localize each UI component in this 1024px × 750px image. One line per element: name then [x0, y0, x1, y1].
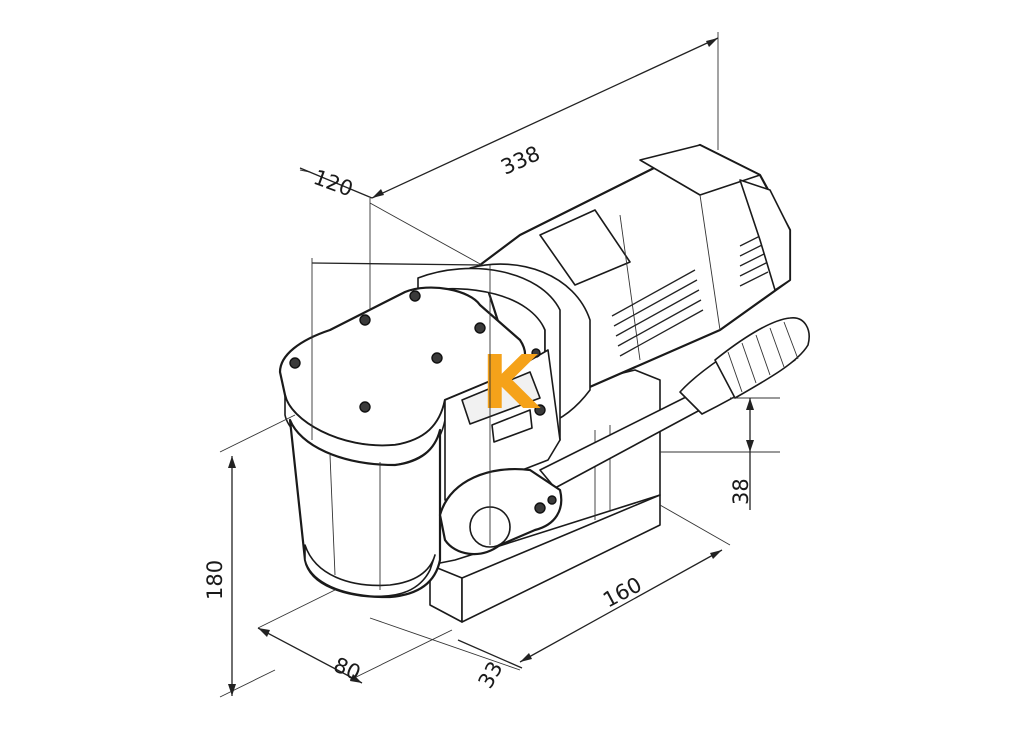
dim-label-33: 33: [474, 657, 508, 692]
dim-label-120: 120: [310, 165, 356, 201]
motor-end-cap: [739, 179, 791, 291]
head-screws: [289, 290, 486, 413]
dim-label-38: 38: [729, 478, 753, 505]
dimension-lines: [219, 32, 780, 698]
feed-handle: [438, 317, 810, 556]
dim-label-338: 338: [497, 141, 543, 179]
dim-label-180: 180: [203, 560, 227, 600]
handle-grip: [714, 317, 810, 399]
dim-label-160: 160: [599, 572, 646, 612]
logo-letter: K: [481, 340, 541, 426]
drill-head: [278, 286, 561, 599]
